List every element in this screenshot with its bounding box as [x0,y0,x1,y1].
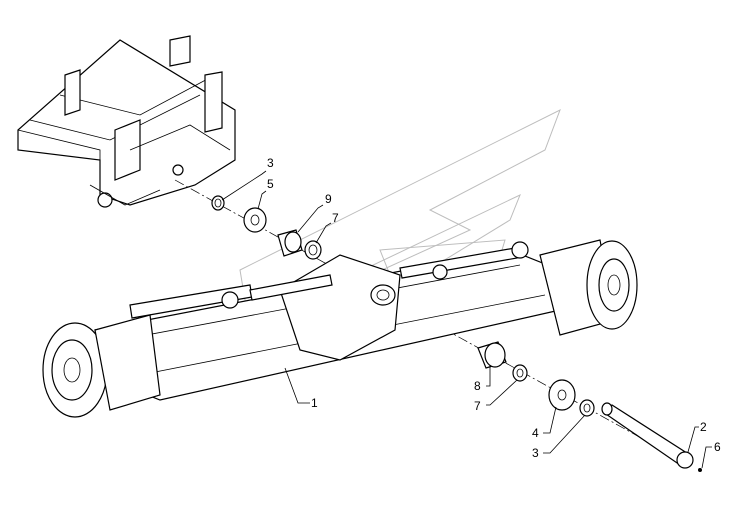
callout-7-upper: 7 [332,211,339,225]
bushing-upper [277,229,303,257]
callout-7-lower: 7 [474,399,481,413]
callout-labels: 3 5 9 7 1 8 7 4 3 2 6 [267,156,721,460]
bushing-lower [477,341,507,369]
callout-3-upper: 3 [267,156,274,170]
pivot-pin [601,402,694,469]
chassis-frame-bracket [17,35,236,208]
callout-6: 6 [714,440,721,454]
leader-lines [221,170,712,469]
washer-lower [548,379,576,411]
callout-2: 2 [700,420,707,434]
callout-4: 4 [532,426,539,440]
snap-ring-lower [579,399,595,417]
grease-nipple [698,468,702,472]
washer-upper [243,207,267,233]
callout-9: 9 [325,192,332,206]
snap-ring-upper [211,195,225,211]
callout-5: 5 [267,177,274,191]
front-axle-assembly [42,239,638,418]
callout-3-lower: 3 [532,446,539,460]
callout-8: 8 [474,379,481,393]
thrust-ring-upper [304,240,322,260]
thrust-ring-lower [512,364,528,382]
callout-1: 1 [311,396,318,410]
